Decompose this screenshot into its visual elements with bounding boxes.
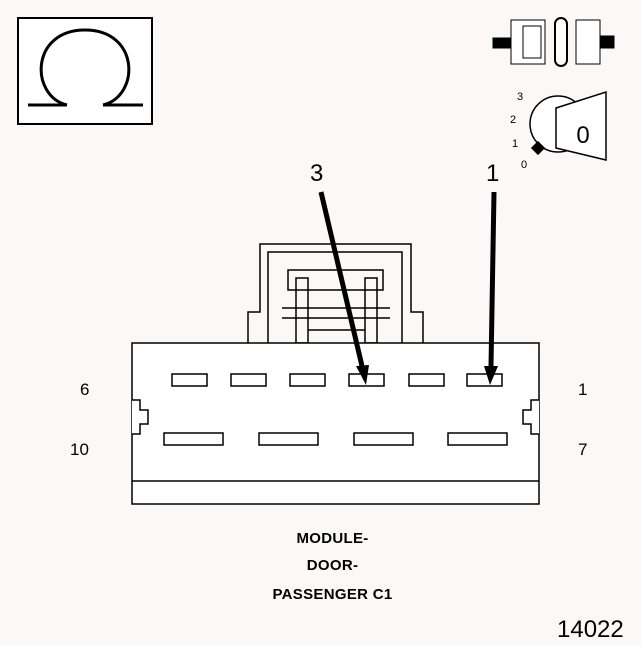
pin-label-10: 10 (70, 440, 89, 459)
ignition-key-icon: 0 3 2 1 0 (510, 90, 607, 171)
ignition-position-1: 1 (512, 138, 518, 150)
probe-arrow-1 (484, 191, 498, 385)
ignition-position-2: 2 (510, 114, 516, 126)
pin-label-1: 1 (578, 380, 588, 399)
figure-number: 14022 (557, 616, 624, 643)
pin-label-6: 6 (80, 380, 90, 399)
cavity-2 (408, 373, 445, 387)
caption-line-2: DOOR- (306, 557, 359, 574)
caption-line-1: MODULE- (296, 530, 369, 547)
ignition-position-3: 3 (517, 91, 523, 103)
probe-arrow-3 (318, 191, 369, 385)
cavity-7 (447, 432, 508, 446)
cavity-8 (353, 432, 414, 446)
connector-body (131, 342, 540, 505)
cavity-5 (230, 373, 267, 387)
cavity-9 (258, 432, 319, 446)
bottom-row-cavities (163, 432, 508, 446)
cavity-6 (171, 373, 208, 387)
ohmmeter-symbol-icon (17, 17, 153, 125)
callout-3: 3 (310, 160, 324, 187)
pin-label-7: 7 (578, 440, 588, 459)
ignition-position-0: 0 (521, 159, 527, 171)
top-row-cavities (171, 373, 503, 387)
cavity-10 (163, 432, 224, 446)
callout-1: 1 (486, 160, 500, 187)
ignition-key-label: 0 (576, 122, 589, 149)
caption-line-3: PASSENGER C1 (272, 586, 393, 603)
cavity-4 (289, 373, 326, 387)
cavity-1 (466, 373, 503, 387)
disconnected-connector-icon (492, 17, 615, 67)
